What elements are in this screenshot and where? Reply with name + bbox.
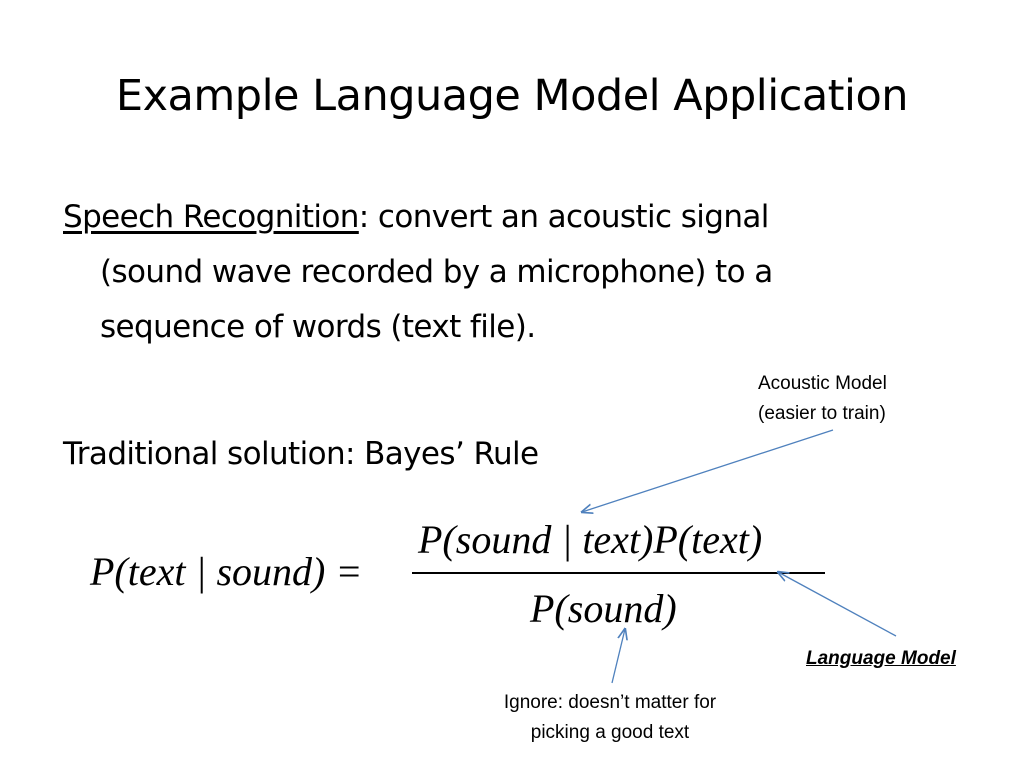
ignore-note-line-1: Ignore: doesn’t matter for (503, 692, 717, 713)
traditional-solution-text: Traditional solution: Bayes’ Rule (63, 436, 539, 472)
speech-line-3: sequence of words (text file). (100, 309, 536, 345)
ignore-note: Ignore: doesn’t matter for picking a goo… (464, 688, 756, 748)
speech-line-1-rest: : convert an acoustic signal (358, 199, 770, 235)
acoustic-model-note: Acoustic Model (easier to train) (758, 369, 887, 429)
speech-line-1: Speech Recognition: convert an acoustic … (63, 190, 963, 245)
fraction-bar (412, 572, 825, 574)
speech-line-2: (sound wave recorded by a microphone) to… (100, 254, 773, 290)
equation-denominator: P(sound) (530, 586, 677, 631)
acoustic-note-line-2: (easier to train) (758, 403, 886, 424)
equation-lhs: P(text | sound) = (90, 549, 363, 594)
speech-recognition-term: Speech Recognition (63, 199, 359, 235)
speech-recognition-paragraph: Speech Recognition: convert an acoustic … (63, 190, 963, 355)
acoustic-note-line-1: Acoustic Model (758, 373, 887, 394)
slide-title: Example Language Model Application (115, 71, 909, 121)
language-model-note: Language Model (806, 648, 956, 669)
ignore-note-line-2: picking a good text (530, 722, 690, 743)
equation-numerator: P(sound | text)P(text) (418, 517, 763, 562)
acoustic-model-arrow (582, 429, 834, 512)
ignore-arrow (611, 629, 625, 684)
language-model-arrow (778, 572, 897, 637)
